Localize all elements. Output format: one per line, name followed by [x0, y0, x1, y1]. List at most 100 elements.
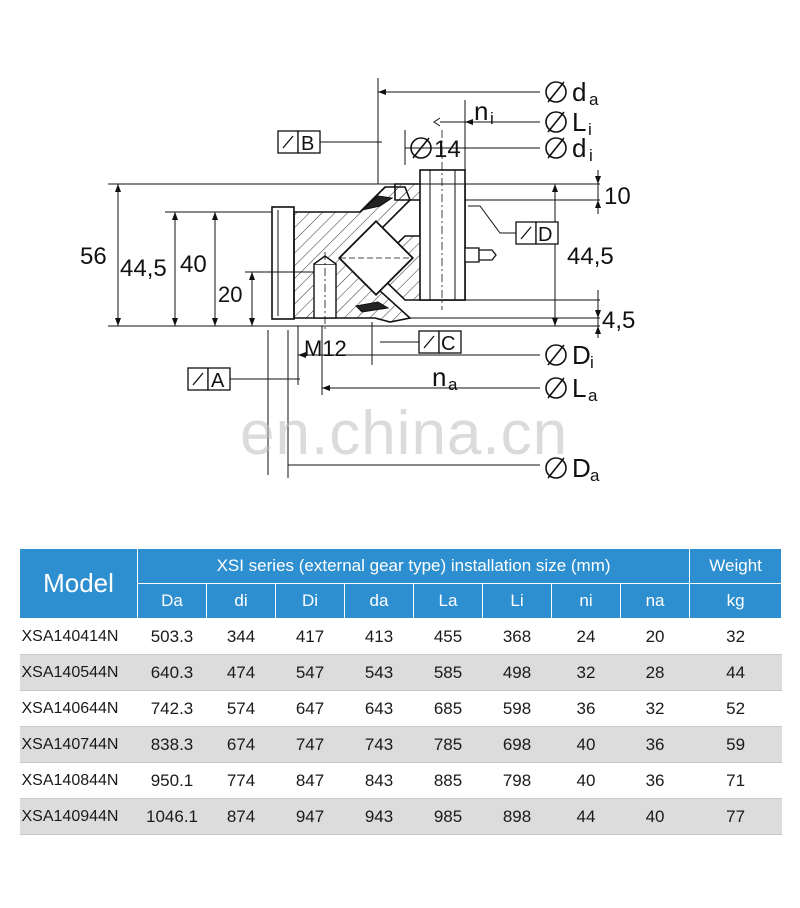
- installation-size-header: XSI series (external gear type) installa…: [136, 548, 691, 584]
- table-cell: 547: [275, 654, 345, 691]
- table-cell: 36: [551, 690, 621, 727]
- col-La: La: [413, 583, 483, 619]
- tolerance-frame-b: B: [277, 130, 382, 155]
- label-Da-sub: a: [590, 466, 600, 485]
- table-cell: 685: [413, 690, 483, 727]
- label-total-height: 56: [80, 243, 107, 270]
- label-right-height: 44,5: [567, 243, 614, 270]
- model-cell: XSA140944N: [19, 798, 138, 835]
- table-cell: 598: [482, 690, 552, 727]
- model-cell: XSA140544N: [19, 654, 138, 691]
- label-hole-diameter: 14: [434, 136, 461, 163]
- table-cell: 44: [689, 654, 782, 691]
- table-cell: 698: [482, 726, 552, 763]
- table-cell: 368: [482, 618, 552, 655]
- table-cell: 743: [344, 726, 414, 763]
- table-cell: 947: [275, 798, 345, 835]
- label-Da: D: [572, 453, 591, 483]
- table-cell: 59: [689, 726, 782, 763]
- table-cell: 874: [206, 798, 276, 835]
- label-mount-height: 40: [180, 251, 207, 278]
- table-cell: 1046.1: [137, 798, 207, 835]
- reference-lines: [108, 183, 600, 327]
- table-cell: 742.3: [137, 690, 207, 727]
- model-cell: XSA140644N: [19, 690, 138, 727]
- table-cell: 71: [689, 762, 782, 799]
- label-ni: n: [474, 96, 488, 126]
- table-cell: 20: [620, 618, 690, 655]
- table-cell: 847: [275, 762, 345, 799]
- table-cell: 843: [344, 762, 414, 799]
- col-Da: Da: [137, 583, 207, 619]
- table-row: XSA140844N 950.1 774 847 843 885 798 40 …: [19, 762, 782, 799]
- extension-lines: [267, 78, 599, 478]
- table-cell: 32: [689, 618, 782, 655]
- col-ni: ni: [551, 583, 621, 619]
- table-cell: 574: [206, 690, 276, 727]
- table-cell: 503.3: [137, 618, 207, 655]
- frame-a-label: A: [211, 370, 225, 392]
- table-cell: 543: [344, 654, 414, 691]
- label-outer-height: 44,5: [120, 255, 167, 282]
- model-cell: XSA140744N: [19, 726, 138, 763]
- label-di: d: [572, 133, 586, 163]
- dimension-texts: d a n i L i d i 14 10 44,5 4,5 56 44,5 4…: [80, 77, 635, 485]
- table-cell: 674: [206, 726, 276, 763]
- table-cell: 643: [344, 690, 414, 727]
- frame-b-label: B: [301, 133, 314, 155]
- label-bottom-ring: 4,5: [602, 307, 635, 334]
- table-cell: 40: [620, 798, 690, 835]
- table-cell: 885: [413, 762, 483, 799]
- label-thread: M12: [304, 336, 347, 361]
- label-na-sub: a: [448, 375, 458, 394]
- frame-d-label: D: [538, 224, 552, 246]
- col-di: di: [206, 583, 276, 619]
- col-Di: Di: [275, 583, 345, 619]
- weight-header: Weight: [689, 548, 783, 584]
- col-na: na: [619, 583, 691, 619]
- watermark: en.china.cn: [240, 399, 569, 468]
- table-cell: 838.3: [137, 726, 207, 763]
- table-cell: 898: [482, 798, 552, 835]
- model-cell: XSA140844N: [19, 762, 138, 799]
- diameter-icons: [410, 81, 567, 479]
- table-cell: 950.1: [137, 762, 207, 799]
- dimension-lines: [117, 91, 540, 466]
- label-Di-sub: i: [590, 353, 594, 372]
- table-row: XSA140644N 742.3 574 647 643 685 598 36 …: [19, 690, 782, 727]
- table-cell: 474: [206, 654, 276, 691]
- table-cell: 77: [689, 798, 782, 835]
- table-cell: 774: [206, 762, 276, 799]
- label-da: d: [572, 77, 586, 107]
- label-li: L: [572, 107, 586, 137]
- label-na: n: [432, 362, 446, 392]
- cross-roller: [337, 219, 415, 297]
- table-cell: 52: [689, 690, 782, 727]
- table-cell: 36: [620, 762, 690, 799]
- label-di-sub: i: [589, 146, 593, 165]
- table-cell: 44: [551, 798, 621, 835]
- label-La: L: [572, 373, 586, 403]
- table-cell: 455: [413, 618, 483, 655]
- table-cell: 747: [275, 726, 345, 763]
- seal-bottom: [354, 301, 390, 313]
- label-Di: D: [572, 340, 591, 370]
- table-cell: 985: [413, 798, 483, 835]
- table-cell: 640.3: [137, 654, 207, 691]
- table-cell: 647: [275, 690, 345, 727]
- label-li-sub: i: [588, 120, 592, 139]
- table-cell: 40: [551, 726, 621, 763]
- table-cell: 28: [620, 654, 690, 691]
- ni-arrows: [433, 117, 500, 127]
- label-thread-depth: 20: [218, 282, 242, 307]
- model-header: Model: [19, 548, 138, 619]
- table-row: XSA140744N 838.3 674 747 743 785 698 40 …: [19, 726, 782, 763]
- table-cell: 585: [413, 654, 483, 691]
- tolerance-frame-d: D: [468, 205, 559, 246]
- label-da-sub: a: [589, 90, 599, 109]
- table-cell: 24: [551, 618, 621, 655]
- table-cell: 413: [344, 618, 414, 655]
- installation-size-table: Model XSI series (external gear type) in…: [19, 548, 783, 835]
- col-weight-unit: kg: [689, 583, 783, 619]
- seal-top: [361, 195, 394, 211]
